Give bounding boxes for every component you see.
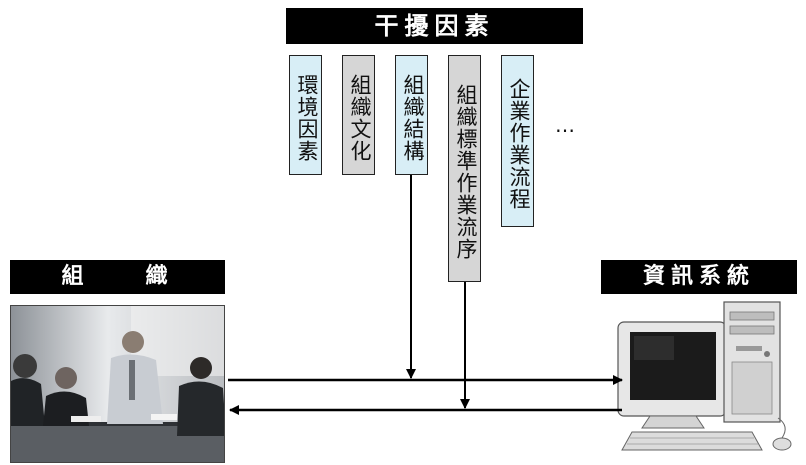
meeting-photo [10,305,225,463]
organization-header: 組 織 [10,260,225,294]
factor-org-structure: 組織結構 [395,55,428,175]
factor-business-process: 企業作業流程 [501,55,534,227]
factor-org-culture: 組織文化 [342,55,375,175]
more-factors-ellipsis: … [555,113,577,137]
information-system-header: 資訊系統 [601,260,797,294]
factor-org-sop: 組織標準作業流序 [448,55,481,282]
factor-environment: 環境因素 [289,55,322,175]
interference-factors-header: 干擾因素 [286,8,583,44]
desktop-computer-icon [612,298,802,462]
